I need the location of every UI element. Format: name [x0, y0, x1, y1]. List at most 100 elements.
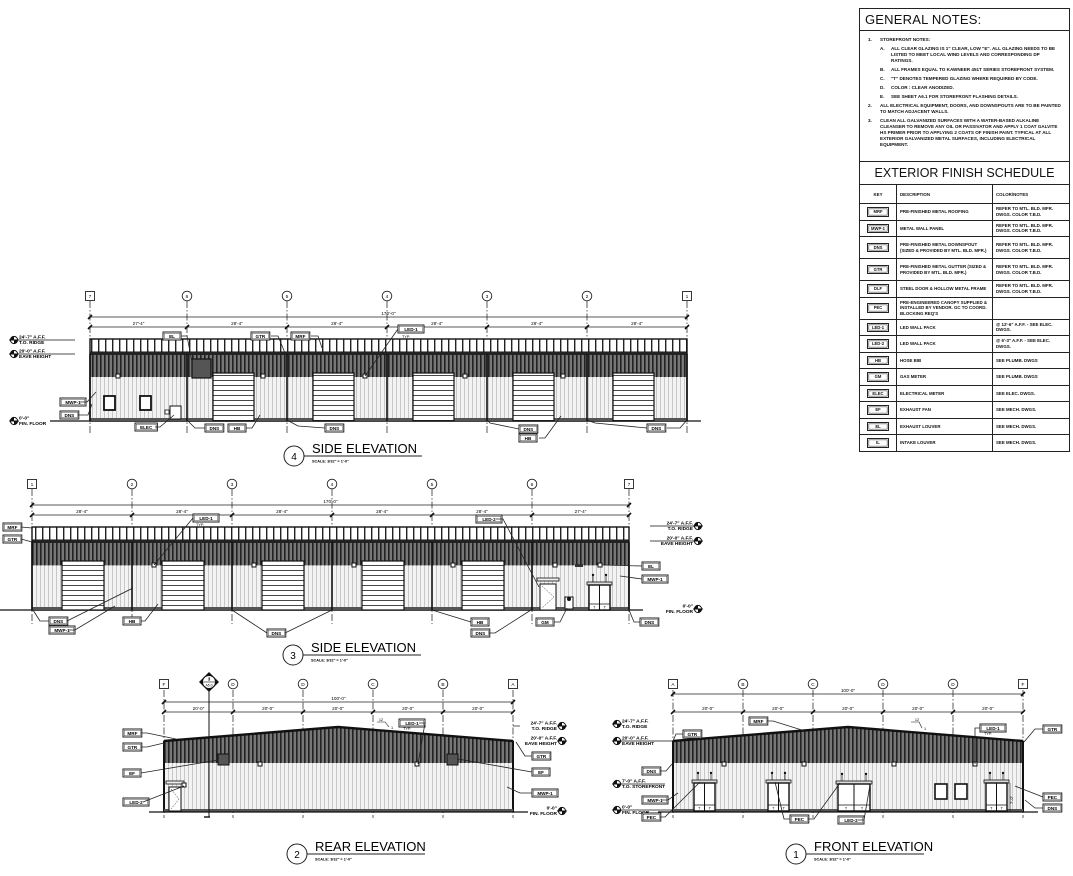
metal-wall-panel: [32, 565, 629, 610]
svg-text:MWP-1: MWP-1: [65, 400, 81, 405]
dark-wall-band: [32, 543, 629, 566]
svg-text:GTR: GTR: [8, 537, 18, 542]
tag-mrf: MRF: [2, 522, 23, 532]
svg-text:28'-4": 28'-4": [476, 509, 488, 514]
window: [934, 783, 948, 800]
general-subnote: C."T" DENOTES TEMPERED GLAZING WHERE REQ…: [880, 76, 1038, 81]
svg-text:28'-4": 28'-4": [331, 321, 343, 326]
svg-text:PEC: PEC: [647, 815, 657, 820]
schedule-color-notes: REFER TO MTL. BLD. MFR. DWGS. COLOR T.B.…: [992, 203, 1069, 221]
drawing-scale: SCALE: 3/32" = 1'-0": [312, 460, 349, 464]
svg-text:20'-0" A.F.F.: 20'-0" A.F.F.: [667, 536, 693, 542]
grid-bubble: D: [877, 678, 889, 690]
svg-text:3: 3: [208, 677, 211, 682]
grid-bubble: 6: [181, 290, 193, 302]
svg-text:20'-0" A.F.F.: 20'-0" A.F.F.: [19, 349, 45, 355]
svg-text:20'-0": 20'-0": [193, 706, 205, 711]
tag-gtr: GTR: [250, 331, 271, 341]
svg-text:3: 3: [231, 482, 234, 488]
svg-text:28'-4": 28'-4": [176, 509, 188, 514]
tag-led1: LED-1: [397, 324, 425, 334]
gutter: [32, 540, 629, 543]
svg-text:C: C: [371, 682, 375, 688]
overhead-door: [61, 560, 105, 611]
grid-bubble: 7: [624, 479, 634, 489]
drawing-title-text: SIDE ELEVATION: [312, 441, 417, 456]
schedule-title: EXTERIOR FINISH SCHEDULE: [860, 162, 1069, 185]
schedule-key: LED-1: [860, 318, 897, 336]
svg-text:T.O. RIDGE: T.O. RIDGE: [668, 526, 694, 532]
schedule-header-color-notes: COLOR/NOTES: [992, 185, 1069, 204]
svg-text:TYP.: TYP.: [196, 523, 204, 527]
window: [139, 395, 152, 411]
svg-text:3: 3: [486, 294, 489, 300]
schedule-header-key: KEY: [860, 185, 897, 204]
tag-hb: HB: [227, 423, 247, 433]
drawing-scale: SCALE: 3/32" = 1'-0": [814, 858, 851, 862]
schedule-description: PRE-ENGINEERED CANOPY SUPPLIED & INSTALL…: [896, 296, 993, 320]
svg-text:T: T: [604, 606, 607, 610]
svg-text:20'-0": 20'-0": [982, 706, 994, 711]
svg-text:F: F: [1022, 682, 1025, 688]
note-text: CLEAN ALL GALVANIZED SURFACES WITH A WAT…: [880, 118, 1058, 147]
overhead-door: [612, 372, 655, 422]
svg-text:DNS: DNS: [65, 413, 75, 418]
svg-text:EAVE HEIGHT: EAVE HEIGHT: [525, 741, 557, 747]
roof-line: [672, 725, 1024, 743]
schedule-key: DLF: [860, 280, 897, 298]
schedule-color-notes: @ 6'-3" A.F.F. - SEE ELEC. DWGS.: [992, 335, 1069, 353]
svg-text:D: D: [951, 682, 955, 688]
svg-text:TYP.: TYP.: [984, 732, 992, 736]
svg-text:2: 2: [586, 294, 589, 300]
level-marker: 24'-7" A.F.F.T.O. RIDGE: [9, 335, 45, 346]
tag-dns: DNS: [641, 766, 662, 776]
general-notes-list: 1.STOREFRONT NOTES:A.ALL CLEAR GLAZING I…: [860, 31, 1069, 161]
grid-bubble: C: [367, 678, 379, 690]
svg-text:DNS: DNS: [330, 426, 340, 431]
man-door: [165, 780, 185, 812]
svg-text:T.O. STOREFRONT: T.O. STOREFRONT: [622, 784, 665, 790]
grid-bubble: 7: [85, 291, 95, 301]
schedule-color-notes: @ 12'-6" A.F.F. - SEE ELEC. DWGS.: [992, 318, 1069, 336]
svg-text:DNS: DNS: [524, 427, 534, 432]
svg-text:LED-1: LED-1: [404, 327, 418, 332]
level-marker: 20'-0" A.F.F.EAVE HEIGHT: [661, 536, 703, 547]
tag-mrf: MRF: [748, 716, 769, 726]
svg-text:DNS: DNS: [210, 426, 220, 431]
svg-text:GTR: GTR: [1048, 727, 1058, 732]
svg-text:24'-7" A.F.F.: 24'-7" A.F.F.: [19, 335, 45, 341]
level-marker: 24'-7" A.F.F.T.O. RIDGE: [667, 521, 703, 532]
svg-text:0'-0": 0'-0": [683, 604, 693, 610]
svg-text:MRF: MRF: [753, 719, 763, 724]
grid-bubble: 1: [27, 479, 37, 489]
svg-text:DNS: DNS: [54, 619, 64, 624]
svg-text:FIN. FLOOR: FIN. FLOOR: [622, 810, 650, 816]
svg-text:EAVE HEIGHT: EAVE HEIGHT: [622, 741, 654, 747]
svg-text:20'-0" A.F.F.: 20'-0" A.F.F.: [622, 736, 648, 742]
schedule-color-notes: SEE MECH. DWGS.: [992, 417, 1069, 435]
schedule-key: IL: [860, 434, 897, 451]
svg-text:F: F: [163, 682, 166, 688]
schedule-key: MWP-1: [860, 219, 897, 237]
note-number: 1.: [868, 37, 872, 42]
svg-text:12: 12: [379, 718, 383, 722]
schedule-key: EF: [860, 401, 897, 419]
metal-roof-fascia: [89, 338, 688, 353]
svg-text:LED-1: LED-1: [199, 516, 213, 521]
svg-text:LED-1: LED-1: [405, 721, 419, 726]
tag-led1: LED-1: [979, 723, 1007, 733]
svg-text:EF: EF: [538, 770, 544, 775]
schedule-description: PRE-FINISHED METAL ROOFING: [896, 203, 993, 221]
svg-text:PEC: PEC: [1048, 795, 1058, 800]
tag-dns: DNS: [1042, 803, 1063, 813]
grid-bubble: D: [297, 678, 309, 690]
